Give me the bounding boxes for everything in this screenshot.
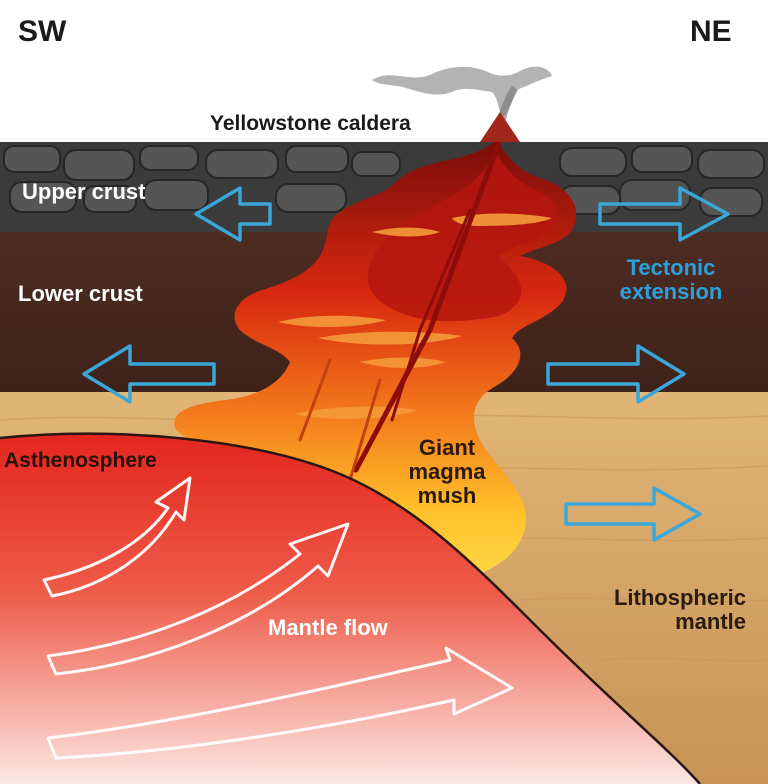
label-giant-magma-mush: Giant magma mush xyxy=(400,436,494,507)
direction-label-sw: SW xyxy=(18,16,66,48)
direction-label-ne: NE xyxy=(690,16,732,48)
label-lithospheric-mantle: Lithospheric mantle xyxy=(586,586,746,634)
label-tectonic-extension: Tectonic extension xyxy=(596,256,746,304)
label-lower-crust: Lower crust xyxy=(18,282,143,306)
label-upper-crust: Upper crust xyxy=(22,180,145,204)
label-mantle-flow: Mantle flow xyxy=(268,616,388,640)
label-asthenosphere: Asthenosphere xyxy=(4,450,157,473)
label-yellowstone-caldera: Yellowstone caldera xyxy=(210,113,411,136)
